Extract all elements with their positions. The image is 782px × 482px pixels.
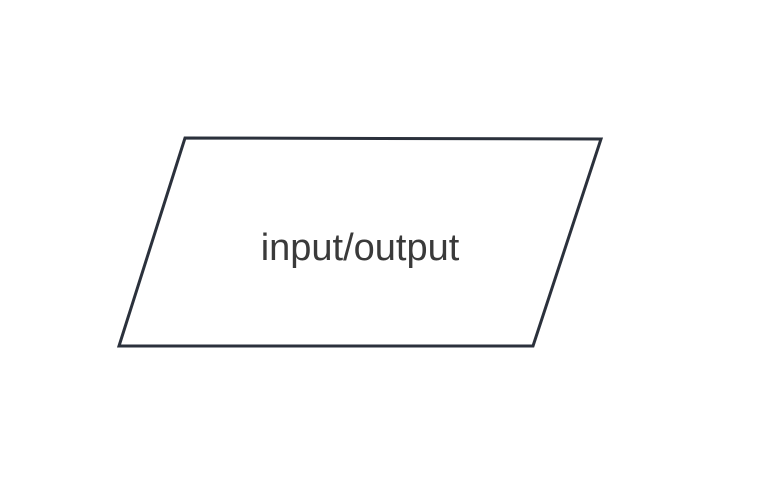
parallelogram-input-output-shape[interactable]	[119, 138, 601, 346]
shape-label-text: input/output	[261, 227, 460, 269]
